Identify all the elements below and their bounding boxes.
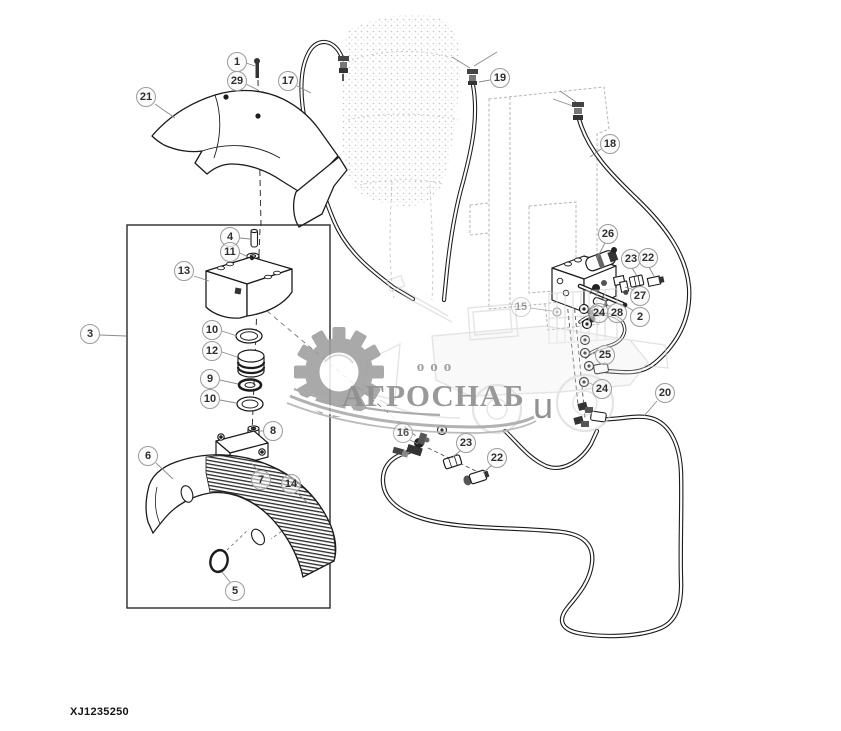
watermark-org-type: ооо (416, 359, 458, 375)
callout-13: 13 (174, 261, 194, 281)
callout-8: 8 (263, 421, 283, 441)
callout-6: 6 (138, 446, 158, 466)
hose-17-fitting (338, 56, 349, 81)
washer-part-10-lower (236, 396, 264, 412)
drawing-id: XJ1235250 (70, 706, 129, 718)
screw-part-1 (254, 58, 260, 78)
watermark-company-name: АГРОСНАБ (342, 378, 525, 413)
callout-12: 12 (202, 341, 222, 361)
fitting-pointer-lines (451, 51, 577, 107)
callout-27: 27 (630, 286, 650, 306)
callout-16: 16 (393, 423, 413, 443)
valve-body-part-13 (205, 255, 293, 319)
callout-19: 19 (490, 68, 510, 88)
pin-part-4 (250, 228, 259, 248)
tee-fitting-part-16 (392, 432, 430, 458)
callout-9: 9 (200, 369, 220, 389)
callout-26: 26 (598, 224, 618, 244)
solenoid-connector (611, 247, 617, 253)
callout-5: 5 (225, 581, 245, 601)
callout-22-valve: 22 (638, 248, 658, 268)
hose-19 (441, 82, 478, 303)
seal-part-9 (237, 378, 263, 392)
callout-25: 25 (595, 345, 615, 365)
callout-7: 7 (251, 470, 271, 490)
brake-shoe-part-6 (145, 454, 337, 578)
hose-19-fitting (467, 69, 478, 85)
callout-10-lower: 10 (200, 389, 220, 409)
engine-sketch (340, 14, 461, 301)
hose-20 (380, 414, 684, 639)
callout-1: 1 (227, 52, 247, 72)
callout-28: 28 (607, 303, 627, 323)
callout-24-valve: 24 (589, 303, 609, 323)
callout-23-tee: 23 (456, 433, 476, 453)
callout-10-upper: 10 (202, 320, 222, 340)
hose-18-fitting (572, 102, 584, 120)
nut-part-23-valve (628, 274, 645, 288)
callout-3: 3 (80, 324, 100, 344)
guard-part-21 (151, 89, 348, 228)
callout-20: 20 (655, 383, 675, 403)
callout-leader-lines (99, 62, 658, 583)
callout-17: 17 (278, 71, 298, 91)
callout-21: 21 (136, 87, 156, 107)
piston-part-12 (236, 349, 266, 378)
o-ring-part-5 (209, 548, 229, 574)
elbow-fitting-part-27 (612, 274, 630, 295)
watermark-tractor (361, 274, 669, 435)
nut-part-23-tee (442, 454, 463, 470)
watermark-domain-letter: u (533, 385, 554, 426)
callout-22-tee: 22 (487, 448, 507, 468)
callout-2: 2 (630, 307, 650, 327)
callout-15: 15 (511, 297, 531, 317)
callout-29: 29 (227, 71, 247, 91)
washer-part-10-upper (235, 328, 263, 344)
callout-18: 18 (600, 134, 620, 154)
bottom-elbow-fittings (573, 362, 609, 427)
fitting-part-22-tee (463, 469, 490, 486)
fitting-part-22-valve (646, 275, 665, 288)
callout-24-lower: 24 (592, 379, 612, 399)
watermark-gear (284, 327, 537, 434)
callout-14: 14 (281, 474, 301, 494)
callout-11: 11 (220, 242, 240, 262)
